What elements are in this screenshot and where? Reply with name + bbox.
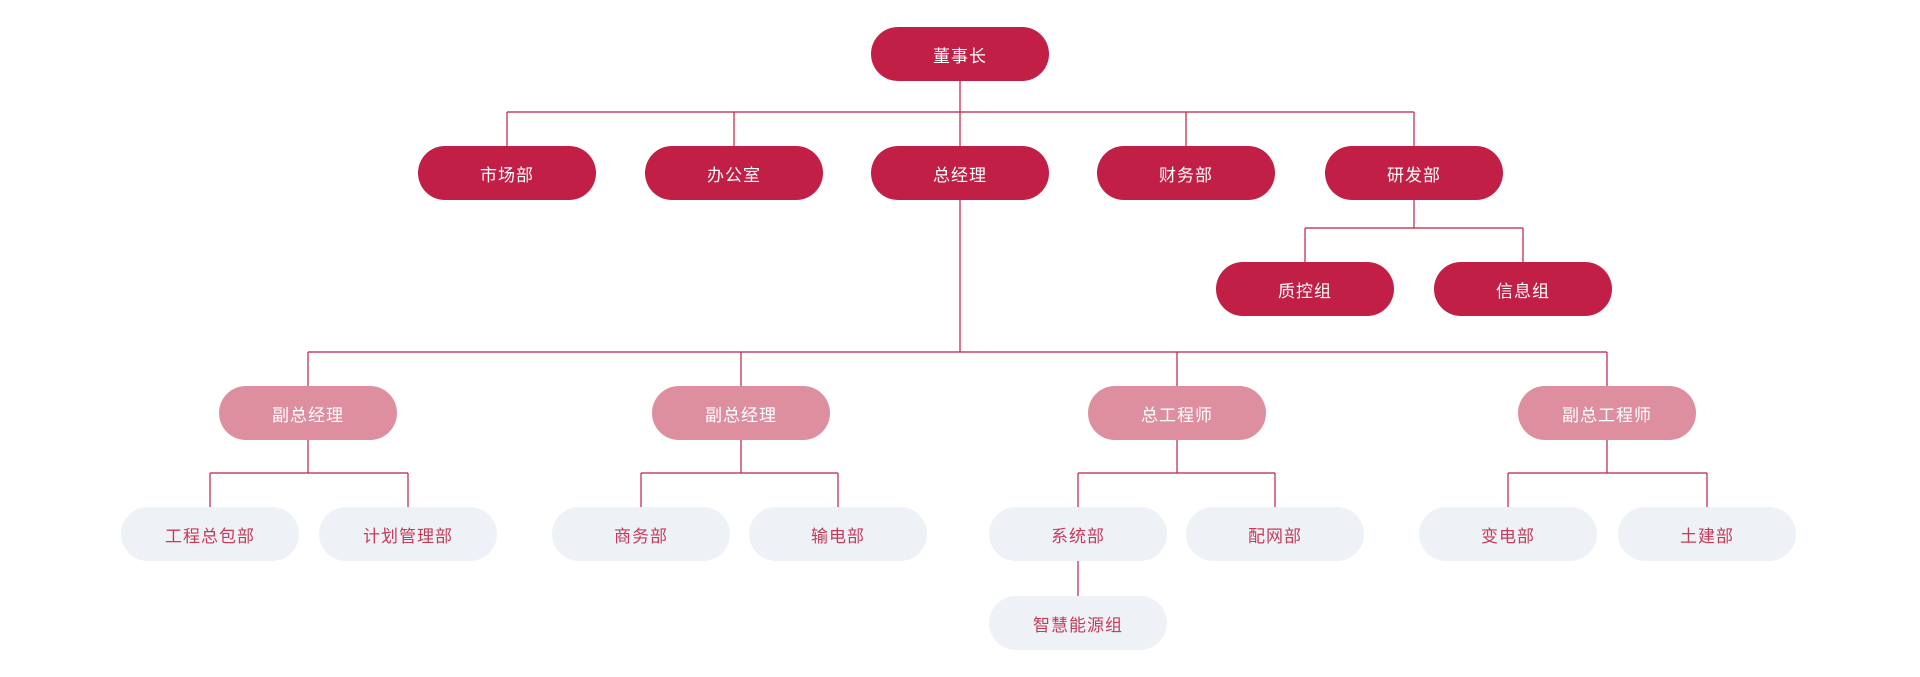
org-node-substation: 变电部	[1419, 507, 1597, 561]
org-node-distribution: 配网部	[1186, 507, 1364, 561]
org-node-epc: 工程总包部	[121, 507, 299, 561]
org-node-transmission: 输电部	[749, 507, 927, 561]
org-node-chief-engineer: 总工程师	[1088, 386, 1266, 440]
org-node-planning: 计划管理部	[319, 507, 497, 561]
org-node-office: 办公室	[645, 146, 823, 200]
org-node-civil: 土建部	[1618, 507, 1796, 561]
org-node-deputy-gm-2: 副总经理	[652, 386, 830, 440]
org-node-finance: 财务部	[1097, 146, 1275, 200]
org-node-general-manager: 总经理	[871, 146, 1049, 200]
org-node-chairman: 董事长	[871, 27, 1049, 81]
org-node-marketing: 市场部	[418, 146, 596, 200]
org-node-info-group: 信息组	[1434, 262, 1612, 316]
org-node-system: 系统部	[989, 507, 1167, 561]
org-node-smart-energy: 智慧能源组	[989, 596, 1167, 650]
org-node-qc-group: 质控组	[1216, 262, 1394, 316]
org-node-business: 商务部	[552, 507, 730, 561]
org-node-deputy-chief-engineer: 副总工程师	[1518, 386, 1696, 440]
org-node-deputy-gm-1: 副总经理	[219, 386, 397, 440]
org-node-rd: 研发部	[1325, 146, 1503, 200]
